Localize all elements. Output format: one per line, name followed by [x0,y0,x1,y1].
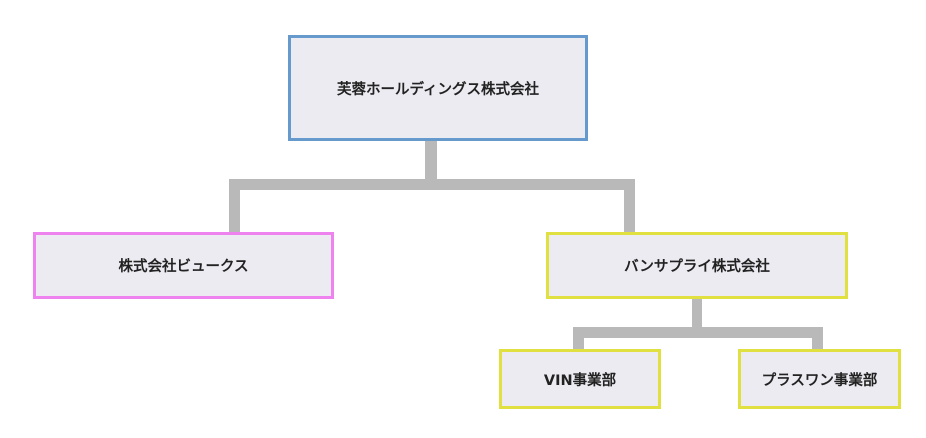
org-node-vin-division: VIN事業部 [499,349,661,409]
org-node-vansupply: バンサプライ株式会社 [546,232,848,299]
connector-to-vin [573,327,584,352]
org-node-viewcs-label: 株式会社ビュークス [118,259,249,275]
connector-vansupply-down [692,297,702,330]
org-node-viewcs: 株式会社ビュークス [33,232,334,299]
connector-level2-horizontal [573,327,823,338]
org-node-plusone-division: プラスワン事業部 [738,349,901,409]
connector-to-plusone [812,327,823,352]
org-node-root: 芙蓉ホールディングス株式会社 [288,35,588,141]
connector-root-down [425,141,437,181]
connector-to-viewcs [229,179,240,234]
org-node-plusone-division-label: プラスワン事業部 [761,372,878,389]
org-node-vansupply-label: バンサプライ株式会社 [624,259,770,275]
org-node-vin-division-label: VIN事業部 [543,372,617,389]
org-node-root-label: 芙蓉ホールディングス株式会社 [337,81,539,98]
connector-level1-horizontal [229,179,635,190]
connector-to-vansupply [624,179,635,234]
